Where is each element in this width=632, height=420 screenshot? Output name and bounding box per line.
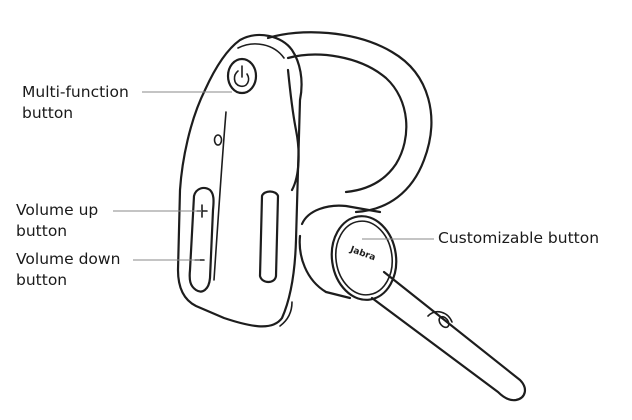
label-multi-function-line1: Multi-function — [22, 83, 129, 101]
ear-hook — [266, 31, 433, 214]
label-multi-function-line2: button — [22, 104, 74, 122]
microphone-boom — [370, 270, 526, 402]
power-icon — [233, 65, 250, 88]
label-volume-up-line2: button — [16, 222, 68, 240]
brand-logo: Jabra — [348, 245, 377, 264]
headset-body — [176, 33, 303, 328]
label-customizable-text: Customizable button — [438, 229, 600, 247]
label-customizable: Customizable button — [438, 228, 599, 249]
label-volume-down: Volume down button — [16, 249, 120, 291]
label-multi-function: Multi-function button — [22, 82, 129, 124]
label-volume-up: Volume up button — [16, 200, 98, 242]
customizable-button[interactable]: Jabra — [298, 204, 402, 304]
volume-rocker[interactable] — [188, 186, 215, 293]
label-volume-up-line1: Volume up — [16, 201, 99, 219]
status-led — [213, 134, 223, 146]
multi-function-button[interactable] — [226, 57, 258, 95]
side-slot — [258, 190, 280, 284]
label-volume-down-line2: button — [16, 271, 68, 289]
label-volume-down-line1: Volume down — [16, 250, 121, 268]
